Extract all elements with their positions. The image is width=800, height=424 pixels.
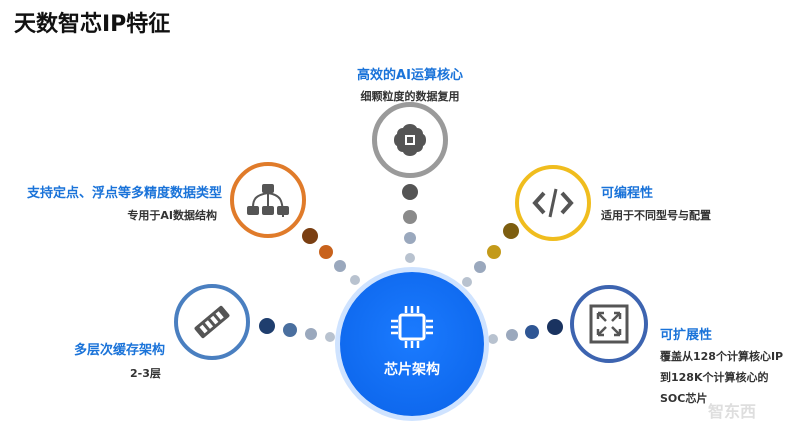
feature-subtitle: 2-3层	[130, 367, 161, 380]
watermark: 智东西	[708, 402, 757, 421]
feature-subtitle: 专用于AI数据结构	[127, 209, 217, 222]
hierarchy-icon	[247, 184, 289, 217]
feature-title: 可编程性	[601, 186, 654, 201]
feature-subtitle: 细颗粒度的数据复用	[360, 90, 460, 103]
brain-chip-icon	[394, 124, 426, 156]
feature-subtitle: 适用于不同型号与配置	[601, 209, 711, 222]
page-title: 天数智芯IP特征	[14, 12, 171, 37]
feature-ai-core	[372, 102, 448, 178]
feature-line: 到128K个计算核心的	[660, 371, 769, 384]
feature-title: 支持定点、浮点等多精度数据类型	[26, 186, 222, 201]
expand-icon	[589, 304, 629, 344]
center-label: 芯片架构	[384, 362, 440, 378]
feature-line: SOC芯片	[660, 392, 708, 405]
code-icon	[532, 188, 574, 218]
feature-precision	[230, 162, 306, 238]
feature-title: 多层次缓存架构	[73, 343, 165, 358]
center-chip-architecture: 芯片架构	[340, 272, 484, 416]
feature-cache	[174, 284, 250, 360]
feature-line: 覆盖从128个计算核心IP	[660, 350, 784, 363]
feature-title: 高效的AI运算核心	[357, 68, 463, 83]
feature-scalable	[570, 285, 648, 363]
feature-programmable	[515, 165, 591, 241]
memory-icon	[194, 305, 230, 339]
chip-icon	[391, 306, 433, 348]
feature-title: 可扩展性	[660, 328, 713, 343]
